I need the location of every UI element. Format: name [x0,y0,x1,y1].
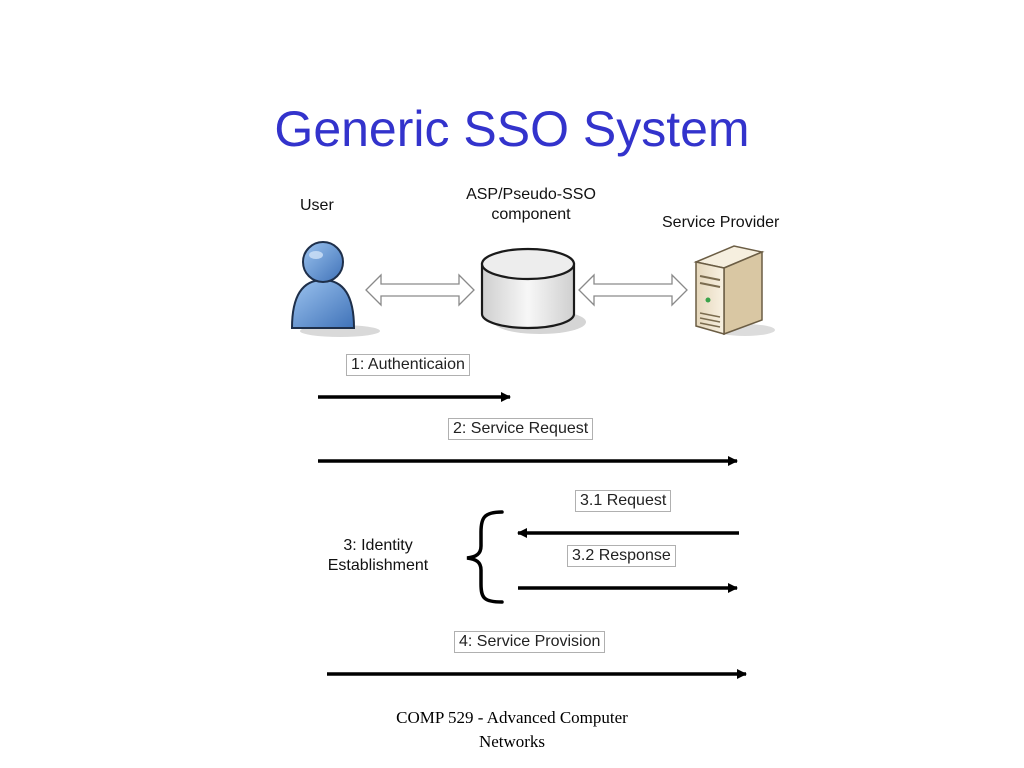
user-icon [290,241,380,337]
step-3-1-label: 3.1 Request [575,490,672,512]
curly-brace [466,510,504,604]
database-icon [480,247,586,334]
step-3-label-line-1: 3: Identity [343,537,413,554]
label-service-provider: Service Provider [662,214,780,231]
label-asp: ASP/Pseudo-SSO component [448,185,614,225]
footer-line-2: Networks [478,732,546,751]
slide-footer: COMP 529 - Advanced Computer Networks [312,706,712,754]
slide-title: Generic SSO System [274,101,750,157]
footer-line-1: COMP 529 - Advanced Computer [396,708,628,727]
step-3-2-label: 3.2 Response [567,545,676,567]
label-asp-line-2: component [491,206,571,223]
step-3-label-line-2: Establishment [327,557,429,574]
step-1-label: 1: Authenticaion [346,354,470,376]
label-user: User [300,197,334,214]
step-3-label: 3: Identity Establishment [316,536,440,576]
step-4-label: 4: Service Provision [454,631,606,653]
double-arrow-asp-provider [578,273,688,307]
double-arrow-user-asp [365,273,475,307]
server-icon [693,245,775,336]
step-2-label: 2: Service Request [448,418,594,440]
label-asp-line-1: ASP/Pseudo-SSO [466,186,596,203]
